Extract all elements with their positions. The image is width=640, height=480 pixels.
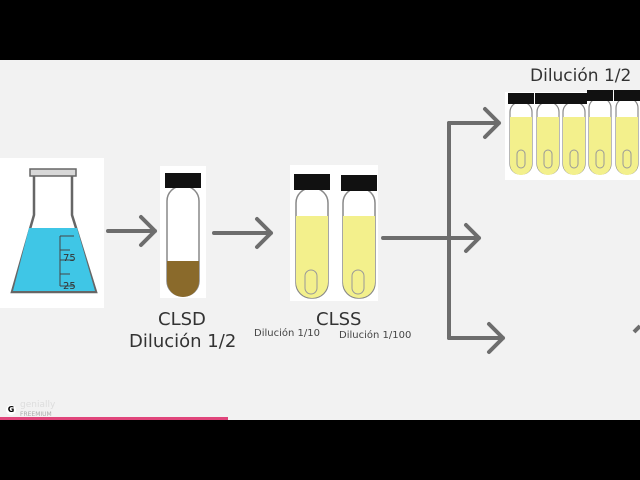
- flask-mark-25: 25: [63, 281, 76, 292]
- genially-logo-text: genially: [20, 400, 56, 410]
- clss-dilution-b: Dilución 1/100: [339, 330, 412, 341]
- genially-logo[interactable]: G genially FREEMIUM: [6, 401, 55, 419]
- top-branch-tubes: [505, 90, 640, 180]
- rack-tube-3: [561, 93, 587, 175]
- flow-arrows: [106, 107, 505, 354]
- offscreen-arrow-hint: [632, 324, 640, 334]
- rack-tube-2: [535, 93, 561, 175]
- top-branch-dilution-label: Dilución 1/2: [530, 66, 632, 86]
- clss-title: CLSS: [316, 309, 362, 330]
- arrow-clss-middle: [381, 223, 481, 253]
- dilution-diagram: 75 25: [0, 90, 640, 354]
- rack-tube-1: [508, 93, 534, 175]
- arrow-clsd-to-clss: [212, 217, 273, 249]
- arrow-branch-bottom: [447, 322, 505, 354]
- rack-tube-4: [587, 90, 613, 175]
- clss-dilution-a: Dilución 1/10: [254, 328, 320, 339]
- flask-mark-75: 75: [63, 253, 76, 264]
- genially-g-icon: G: [6, 405, 16, 415]
- arrow-flask-to-clsd: [106, 215, 157, 247]
- clsd-tube: [160, 166, 206, 298]
- arrow-branch-top: [447, 107, 501, 139]
- clsd-title: CLSD: [158, 309, 206, 330]
- clsd-dilution: Dilución 1/2: [129, 331, 237, 352]
- rack-tube-5: [614, 90, 640, 175]
- flask-illustration: 75 25: [0, 158, 104, 308]
- clss-tubes: [290, 165, 378, 301]
- flask-liquid: [13, 228, 95, 291]
- slide-canvas: 75 25: [0, 60, 640, 420]
- presentation-progress-bar: [0, 417, 228, 420]
- genially-logo-sub: FREEMIUM: [20, 411, 52, 418]
